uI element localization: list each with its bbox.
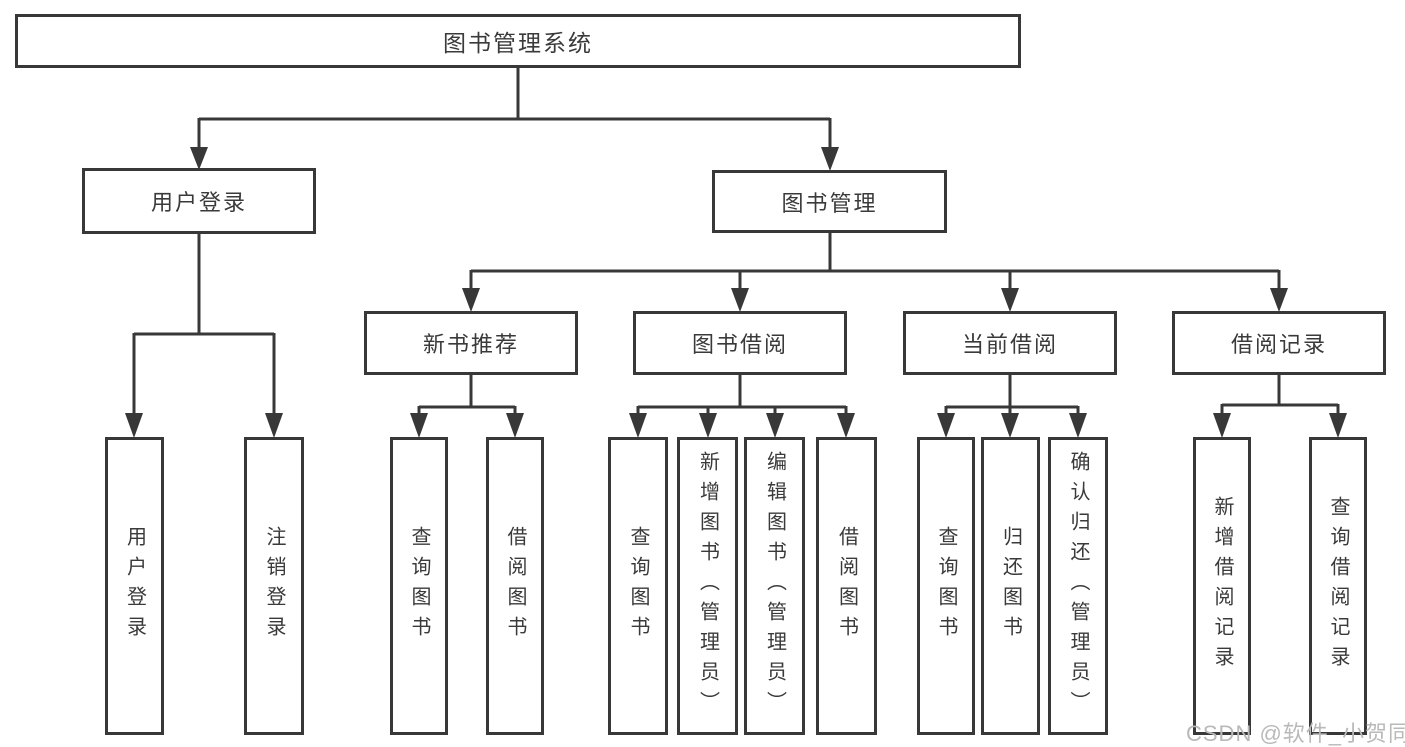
node-leaf-bb-add: 新增图书（管理员） (677, 437, 738, 735)
connector-bookborrow-leaves (636, 375, 848, 415)
node-book-borrow: 图书借阅 (633, 311, 847, 375)
connector-currentborrow-leaves (944, 375, 1080, 415)
node-book-mgmt-label: 图书管理 (781, 190, 878, 216)
node-leaf-user-login-label: 用户登录 (123, 526, 146, 646)
arrowhead (265, 413, 283, 438)
node-leaf-cb-query-label: 查询图书 (935, 526, 957, 646)
arrowhead (1069, 413, 1087, 438)
csdn-watermark: CSDN @软件_小贺同学 (1186, 721, 1405, 746)
arrowhead (410, 413, 428, 438)
arrowhead (821, 147, 839, 171)
arrowhead (699, 413, 717, 438)
node-borrow-records-label: 借阅记录 (1230, 332, 1327, 357)
node-leaf-cb-query: 查询图书 (917, 437, 975, 735)
node-leaf-logout-label: 注销登录 (263, 526, 285, 646)
arrowhead (1213, 413, 1231, 438)
node-leaf-user-login: 用户登录 (105, 437, 164, 735)
connector-borrowrecords-leaves (1220, 375, 1340, 415)
node-leaf-bb-edit: 编辑图书（管理员） (744, 437, 805, 735)
connector-bookmgmt-level3 (469, 233, 1281, 289)
connector-userlogin-leaves (132, 234, 276, 414)
node-leaf-bb-borrow-label: 借阅图书 (835, 526, 858, 646)
node-borrow-records: 借阅记录 (1172, 311, 1386, 375)
node-leaf-bb-borrow: 借阅图书 (816, 437, 877, 735)
node-leaf-br-query: 查询借阅记录 (1309, 437, 1367, 735)
node-leaf-br-add-label: 新增借阅记录 (1211, 496, 1233, 676)
node-leaf-logout: 注销登录 (244, 437, 304, 735)
arrowhead (837, 413, 855, 438)
connector-root-level2 (197, 68, 832, 148)
node-leaf-nb-query-label: 查询图书 (408, 526, 430, 646)
node-leaf-cb-confirm: 确认归还（管理员） (1048, 437, 1108, 735)
arrowhead (731, 288, 749, 312)
arrowheads (125, 147, 1347, 438)
node-current-borrow: 当前借阅 (903, 311, 1117, 375)
arrowhead (1001, 288, 1019, 312)
node-book-mgmt: 图书管理 (712, 170, 947, 233)
arrowhead (1270, 288, 1288, 312)
arrowhead (506, 413, 524, 438)
arrowhead (125, 413, 143, 438)
node-leaf-cb-return-label: 归还图书 (999, 526, 1022, 646)
arrowhead (629, 413, 647, 438)
node-user-login: 用户登录 (82, 168, 316, 234)
node-leaf-nb-query: 查询图书 (390, 437, 448, 735)
node-leaf-br-query-label: 查询借阅记录 (1327, 496, 1349, 676)
node-leaf-br-add: 新增借阅记录 (1193, 437, 1251, 735)
arrowhead (1001, 413, 1019, 438)
node-current-borrow-label: 当前借阅 (961, 332, 1058, 357)
arrowhead (190, 147, 208, 170)
node-root: 图书管理系统 (15, 14, 1021, 68)
node-leaf-bb-edit-label: 编辑图书（管理员） (763, 451, 786, 721)
node-leaf-nb-borrow-label: 借阅图书 (504, 526, 526, 646)
arrowhead (1329, 413, 1347, 438)
node-user-login-label: 用户登录 (150, 190, 247, 215)
node-leaf-nb-borrow: 借阅图书 (486, 437, 544, 735)
node-root-label: 图书管理系统 (443, 30, 593, 56)
node-leaf-bb-query: 查询图书 (608, 437, 668, 735)
arrowhead (462, 288, 480, 312)
connector-shafts (132, 68, 1340, 415)
node-leaf-cb-confirm-label: 确认归还（管理员） (1067, 451, 1089, 721)
node-book-borrow-label: 图书借阅 (691, 332, 788, 357)
connector-newbooks-leaves (417, 375, 517, 415)
node-leaf-bb-add-label: 新增图书（管理员） (696, 451, 719, 721)
node-leaf-bb-query-label: 查询图书 (627, 526, 649, 646)
node-leaf-cb-return: 归还图书 (981, 437, 1040, 735)
node-new-books-label: 新书推荐 (422, 332, 519, 357)
arrowhead (937, 413, 955, 438)
node-new-books: 新书推荐 (364, 311, 578, 375)
arrowhead (766, 413, 784, 438)
